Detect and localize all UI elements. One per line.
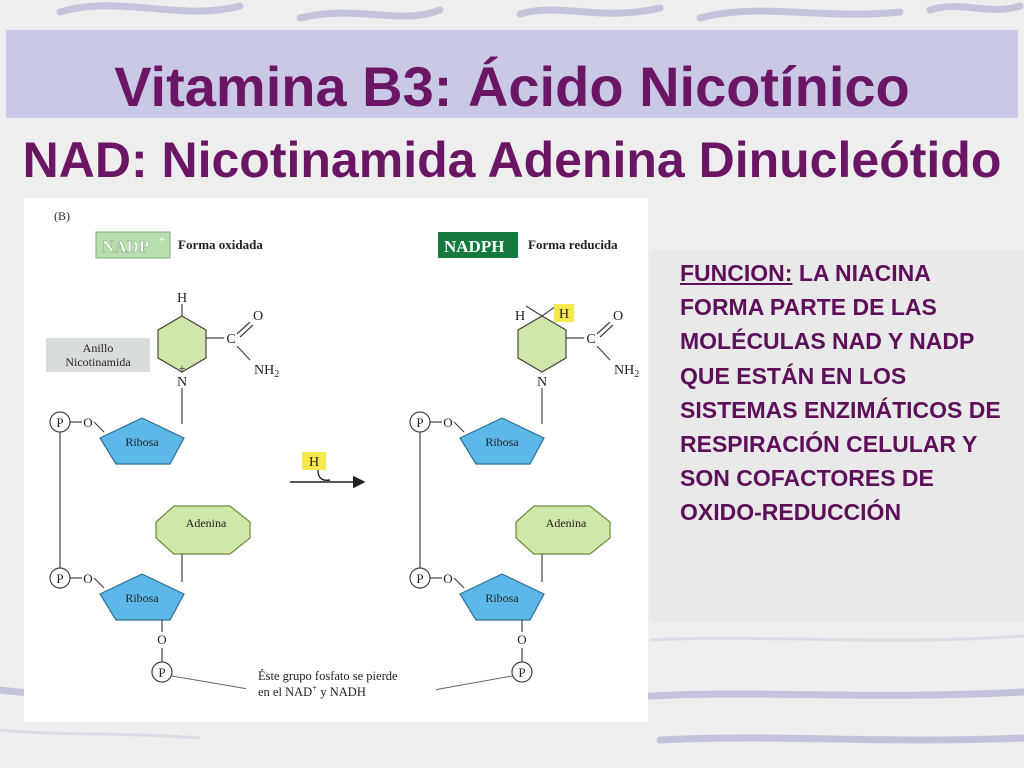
right-adenine-label: Adenina (546, 516, 587, 530)
left-ring-plus: + (179, 361, 186, 375)
right-lower-ribose (459, 573, 545, 621)
function-text: FUNCION: LA NIACINA FORMA PARTE DE LAS M… (680, 256, 1010, 530)
hydride-highlight (302, 452, 326, 470)
slide-title: Vitamina B3: Ácido Nicotínico (114, 55, 910, 118)
left-lower-phosphate-p: P (56, 571, 63, 586)
nadp-badge (95, 231, 171, 259)
right-upper-phosphate-o: O (443, 415, 452, 430)
ring-label-line1: Anillo (83, 341, 114, 355)
function-body: LA NIACINA FORMA PARTE DE LAS MOLÉCULAS … (680, 260, 1001, 526)
left-adenine (155, 505, 251, 555)
slide-subtitle: NAD: Nicotinamida Adenina Dinucleótido (22, 132, 1002, 188)
right-ring-h: H (515, 309, 525, 324)
oxidized-form-label: Forma oxidada (178, 237, 263, 252)
left-adenine-label: Adenina (186, 516, 227, 530)
left-extra-phosphate-p: P (158, 665, 165, 680)
left-extra-phosphate (151, 661, 173, 683)
nadph-badge (438, 232, 518, 258)
title-band (6, 30, 1018, 118)
right-added-h-highlight (554, 304, 574, 322)
hydride-label: H (309, 455, 319, 470)
nadph-badge-label: NADPH (444, 237, 504, 256)
right-amide-nh2: NH2 (614, 363, 639, 380)
left-amide-nh2: NH2 (254, 363, 279, 380)
left-upper-phosphate-o: O (83, 415, 92, 430)
left-lower-ribose-label: Ribosa (125, 591, 159, 605)
right-added-h: H (559, 307, 569, 322)
left-nicotinamide-ring (157, 315, 207, 373)
nadp-nadph-diagram: (B) NADP + Forma oxidada Anillo Nicotina… (46, 209, 639, 702)
left-lower-phosphate-o: O (83, 571, 92, 586)
nadp-diagram-panel: (B) NADP + Forma oxidada Anillo Nicotina… (24, 198, 648, 722)
right-extra-phosphate-p: P (518, 665, 525, 680)
ring-label-line2: Nicotinamida (65, 355, 131, 369)
left-upper-ribose-label: Ribosa (125, 435, 159, 449)
right-ring-n: N (537, 375, 547, 390)
right-nicotinamide-ring (517, 315, 567, 373)
phosphate-note-box (246, 662, 436, 702)
right-extra-o: O (517, 632, 526, 647)
right-upper-phosphate-p: P (416, 415, 423, 430)
phosphate-note-line2: en el NAD+ y NADH (258, 683, 366, 699)
right-upper-ribose (459, 417, 545, 465)
left-ring-n: N (177, 375, 187, 390)
reduced-form-label: Forma reducida (528, 237, 618, 252)
right-adenine (515, 505, 611, 555)
panel-label: (B) (54, 209, 70, 223)
phosphate-note-line1: Éste grupo fosfato se pierde (258, 669, 398, 683)
right-lower-ribose-label: Ribosa (485, 591, 519, 605)
nadp-badge-label: NADP (102, 237, 149, 256)
left-carbonyl-c: C (226, 332, 235, 347)
left-lower-ribose (99, 573, 185, 621)
left-upper-ribose (99, 417, 185, 465)
right-carbonyl-c: C (586, 332, 595, 347)
function-lead: FUNCION: (680, 260, 793, 286)
left-carbonyl-o: O (253, 309, 263, 324)
left-upper-phosphate-p: P (56, 415, 63, 430)
right-lower-phosphate-p: P (416, 571, 423, 586)
right-lower-phosphate-o: O (443, 571, 452, 586)
nicotinamide-ring-label-box (46, 338, 150, 372)
nadp-badge-sup: + (159, 235, 165, 246)
right-upper-ribose-label: Ribosa (485, 435, 519, 449)
function-box (650, 250, 1024, 622)
left-extra-o: O (157, 632, 166, 647)
right-carbonyl-o: O (613, 309, 623, 324)
right-extra-phosphate (511, 661, 533, 683)
left-ring-h: H (177, 291, 187, 306)
